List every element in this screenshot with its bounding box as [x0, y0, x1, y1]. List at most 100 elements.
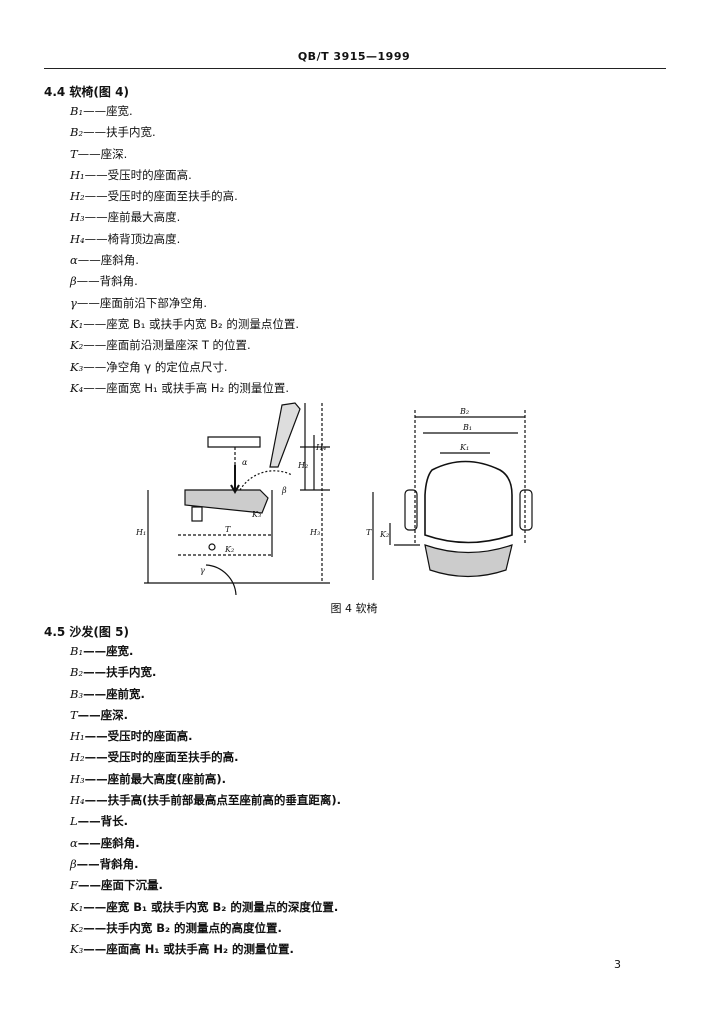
front-cushion-top	[424, 544, 513, 578]
definition-item: H₄——扶手高(扶手前部最高点至座前高的垂直距离).	[70, 790, 341, 811]
definition-text: ——座面前沿下部净空角.	[76, 295, 208, 310]
definition-symbol: K₃	[70, 942, 84, 957]
seat-outline-top	[424, 460, 513, 544]
label-h3: H₃	[309, 528, 320, 537]
definition-text: ——扶手内宽 B₂ 的测量点的高度位置.	[83, 920, 282, 935]
label-beta: β	[281, 486, 287, 495]
definition-item: B₁——座宽.	[70, 101, 299, 122]
standard-code-header: QB/T 3915—1999	[297, 50, 411, 63]
definition-symbol: H₄	[70, 231, 85, 246]
definition-text: ——座前最大高度(座前高).	[84, 771, 227, 786]
definition-text: ——受压时的座面高.	[84, 729, 193, 744]
definition-text: ——受压时的座面高.	[84, 167, 192, 182]
definition-symbol: K₁	[70, 316, 84, 331]
definition-text: ——扶手内宽.	[83, 125, 156, 140]
definition-symbol: H₃	[70, 210, 85, 225]
definition-item: α——座斜角.	[70, 250, 299, 271]
definition-text: ——背斜角.	[76, 856, 139, 871]
side-view	[144, 402, 330, 596]
definition-text: ——座宽 B₁ 或扶手内宽 B₂ 的测量点的深度位置.	[83, 899, 339, 914]
definition-symbol: B₃	[70, 686, 84, 701]
definition-item: K₄——座面宽 H₁ 或扶手高 H₂ 的测量位置.	[70, 378, 299, 399]
label-b1: B₁	[462, 423, 472, 432]
definition-symbol: B₂	[70, 665, 84, 680]
definition-item: H₃——座前最大高度.	[70, 207, 299, 228]
definition-text: ——座面前沿测量座深 T 的位置.	[83, 338, 251, 353]
definition-symbol: B₁	[70, 644, 84, 658]
definition-symbol: H₄	[70, 793, 85, 808]
definition-list-4-5: B₁——座宽.B₂——扶手内宽.B₃——座前宽.T——座深.H₁——受压时的座面…	[70, 641, 341, 960]
definition-text: ——背长.	[77, 814, 129, 829]
definition-symbol: K₂	[70, 920, 84, 935]
definition-text: ——座前最大高度.	[84, 210, 181, 225]
definition-text: ——净空角 γ 的定位点尺寸.	[83, 359, 228, 374]
definition-text: ——椅背顶边高度.	[84, 231, 181, 246]
left-arm-top	[404, 489, 418, 531]
label-k1: K₃	[251, 510, 261, 519]
definition-item: H₁——受压时的座面高.	[70, 165, 299, 186]
figure-4-soft-chair: H₁ H₃ H₂ H₄ T K₂ K₃ β α γ B₂ B₁ K₁ T K₂	[135, 402, 533, 596]
figure-caption: 图 4 软椅	[330, 602, 378, 615]
definition-text: ——背斜角.	[76, 274, 138, 289]
label-t-top: T	[366, 528, 372, 537]
definition-text: ——座前宽.	[83, 686, 145, 701]
definition-symbol: β	[70, 274, 77, 289]
header-rule	[44, 68, 666, 69]
definition-symbol: H₂	[70, 750, 85, 765]
definition-symbol: α	[70, 835, 78, 850]
definition-item: T——座深.	[70, 705, 341, 726]
label-t: T	[225, 525, 231, 534]
definition-item: K₃——净空角 γ 的定位点尺寸.	[70, 357, 299, 378]
definition-item: β——背斜角.	[70, 271, 299, 292]
label-h1: H₁	[135, 528, 146, 537]
definition-item: B₂——扶手内宽.	[70, 122, 299, 143]
definition-text: ——座深.	[77, 707, 129, 722]
label-k1-top: K₁	[459, 443, 469, 452]
definition-item: B₂——扶手内宽.	[70, 662, 341, 683]
definition-text: ——座斜角.	[77, 253, 139, 268]
definition-list-4-4: B₁——座宽.B₂——扶手内宽.T——座深.H₁——受压时的座面高.H₂——受压…	[70, 101, 299, 399]
seat-front-block	[191, 506, 203, 522]
load-arrow	[230, 465, 240, 495]
definition-item: H₃——座前最大高度(座前高).	[70, 769, 341, 790]
definition-symbol: γ	[70, 295, 77, 310]
definition-item: K₂——座面前沿测量座深 T 的位置.	[70, 335, 299, 356]
seat-cushion	[184, 489, 269, 514]
chair-back-outline	[269, 402, 301, 468]
definition-text: ——座宽.	[83, 644, 134, 658]
top-view	[372, 410, 533, 580]
label-h4: H₄	[315, 443, 326, 452]
definition-item: γ——座面前沿下部净空角.	[70, 293, 299, 314]
label-b2: B₂	[459, 407, 469, 416]
definition-text: ——座宽 B₁ 或扶手内宽 B₂ 的测量点位置.	[83, 316, 299, 331]
definition-item: β——背斜角.	[70, 854, 341, 875]
definition-symbol: K₂	[70, 338, 84, 353]
label-alpha: α	[242, 458, 248, 467]
label-gamma: γ	[200, 566, 205, 575]
definition-symbol: α	[70, 253, 78, 268]
definition-item: H₂——受压时的座面至扶手的高.	[70, 186, 299, 207]
page-number: 3	[614, 958, 621, 971]
definition-symbol: β	[70, 856, 77, 871]
definition-item: T——座深.	[70, 144, 299, 165]
definition-item: K₃——座面高 H₁ 或扶手高 H₂ 的测量位置.	[70, 939, 341, 960]
definition-item: L——背长.	[70, 811, 341, 832]
definition-symbol: T	[70, 146, 78, 161]
definition-symbol: K₁	[70, 899, 84, 914]
definition-text: ——座面下沉量.	[77, 878, 163, 893]
definition-text: ——座面宽 H₁ 或扶手高 H₂ 的测量位置.	[83, 380, 289, 395]
definition-text: ——座宽.	[83, 104, 133, 118]
definition-item: H₄——椅背顶边高度.	[70, 229, 299, 250]
definition-symbol: T	[70, 707, 78, 722]
definition-item: F——座面下沉量.	[70, 875, 341, 896]
definition-symbol: K₃	[70, 359, 84, 374]
definition-symbol: B₁	[70, 104, 84, 118]
section-heading-4-5: 4.5 沙发(图 5)	[44, 625, 129, 639]
definition-item: K₁——座宽 B₁ 或扶手内宽 B₂ 的测量点位置.	[70, 314, 299, 335]
section-heading-4-4: 4.4 软椅(图 4)	[44, 85, 129, 99]
definition-text: ——座面高 H₁ 或扶手高 H₂ 的测量位置.	[83, 942, 294, 957]
definition-symbol: K₄	[70, 380, 84, 395]
definition-symbol: H₂	[70, 189, 85, 204]
definition-symbol: B₂	[70, 125, 84, 140]
definition-symbol: H₃	[70, 771, 85, 786]
